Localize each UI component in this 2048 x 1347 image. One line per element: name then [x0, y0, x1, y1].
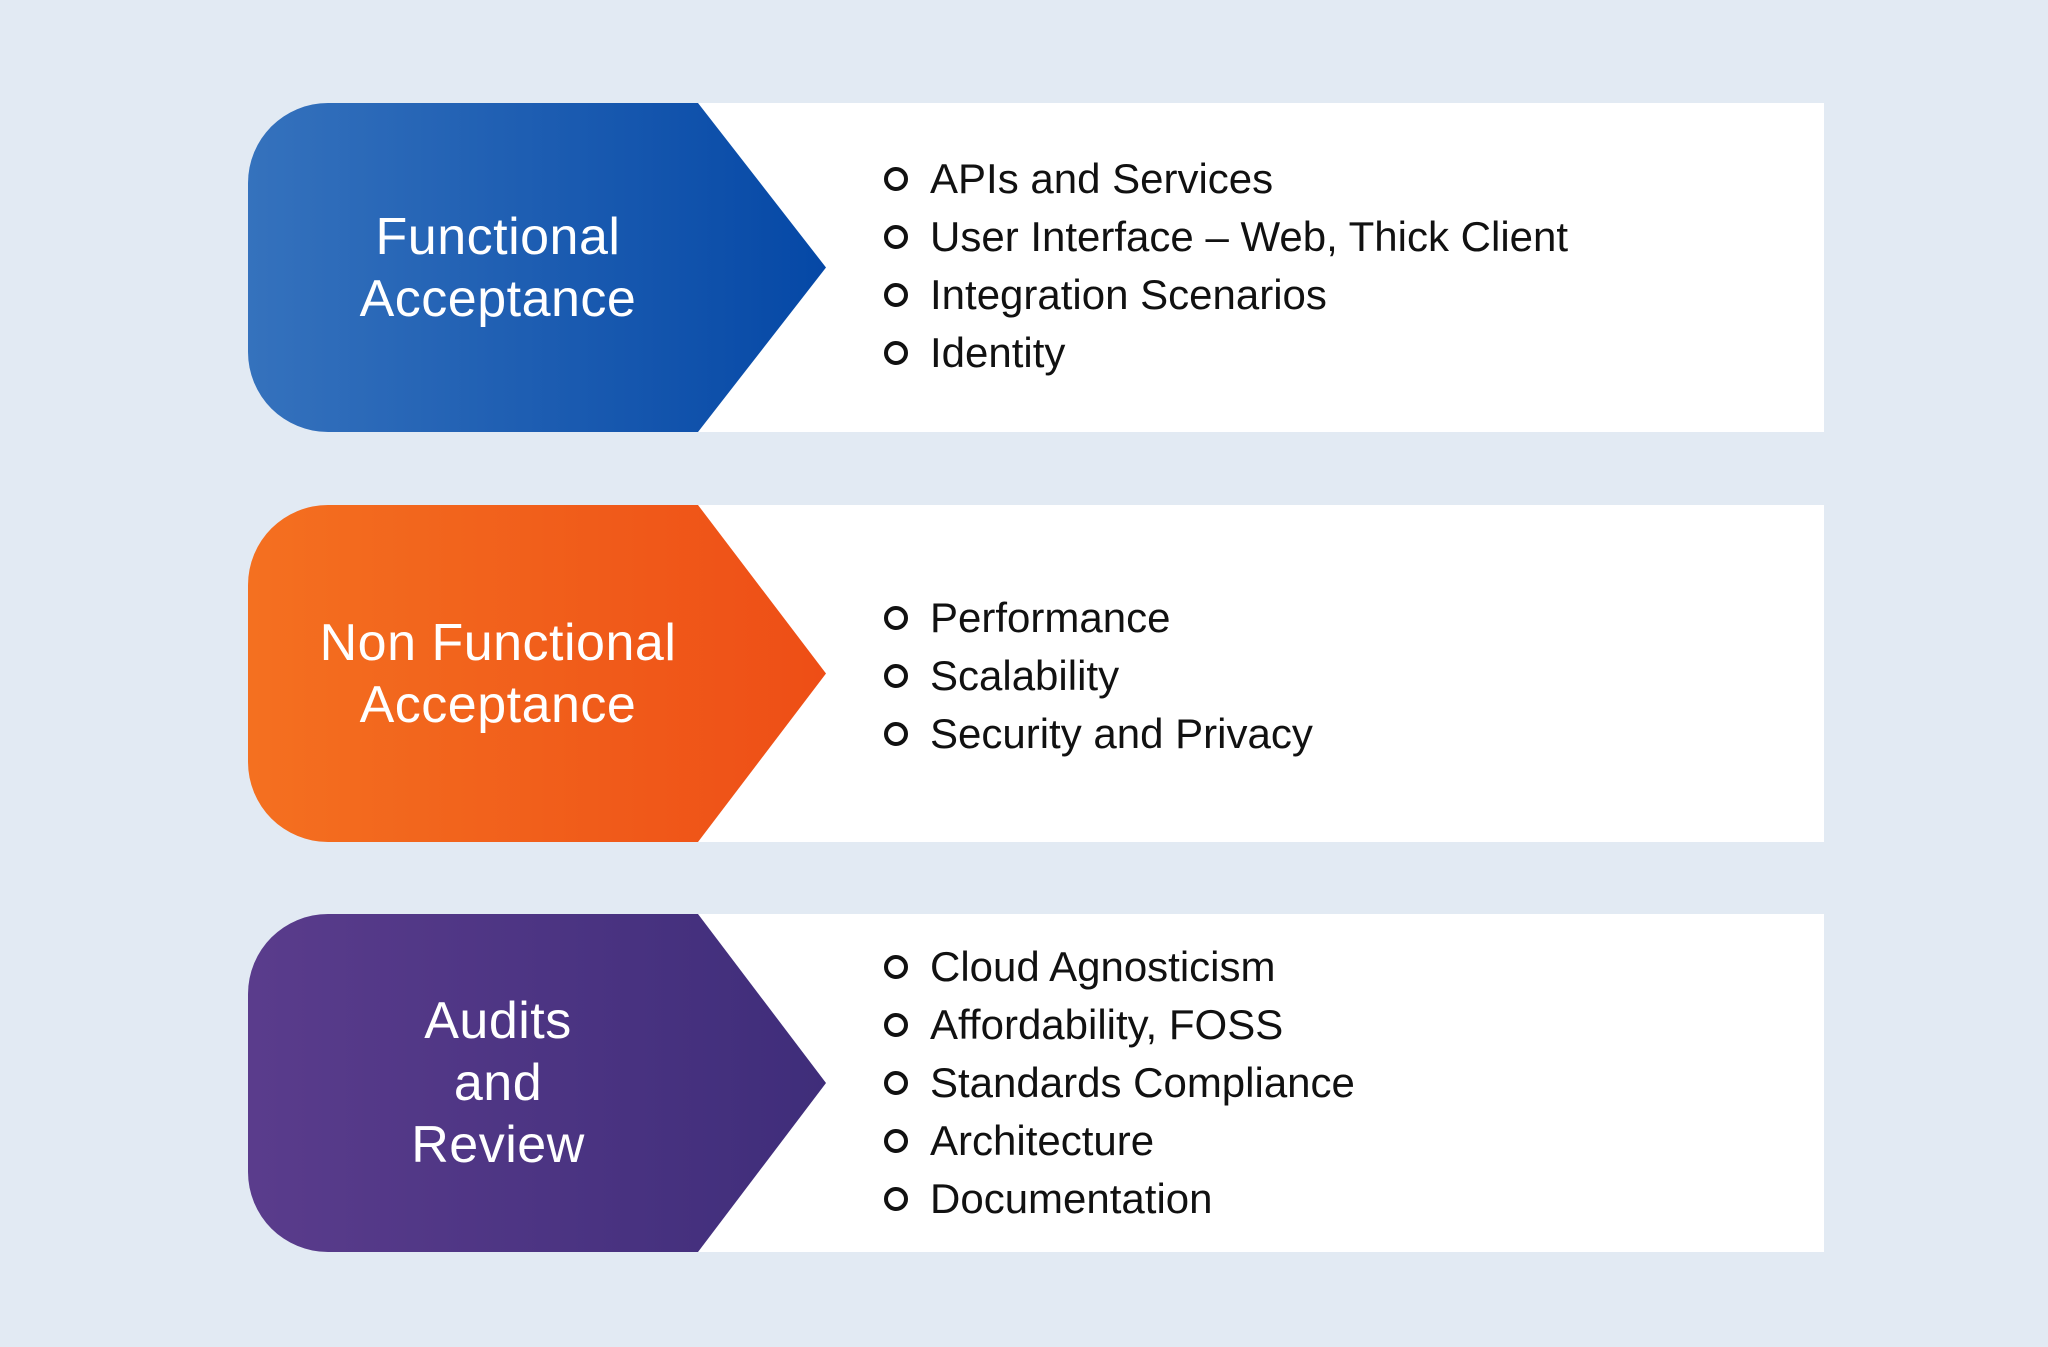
list-item: Security and Privacy [884, 705, 1313, 763]
section-item-list: Cloud Agnosticism Affordability, FOSS St… [884, 938, 1355, 1228]
section-audits-and-review: Audits and Review Cloud Agnosticism Affo… [248, 914, 1824, 1252]
section-title-line: Non Functional [319, 613, 677, 672]
circle-bullet-icon [884, 225, 908, 249]
circle-bullet-icon [884, 283, 908, 307]
list-item: Cloud Agnosticism [884, 938, 1355, 996]
list-item: Integration Scenarios [884, 266, 1568, 324]
circle-bullet-icon [884, 664, 908, 688]
list-item: APIs and Services [884, 150, 1568, 208]
section-item-list: Performance Scalability Security and Pri… [884, 589, 1313, 763]
list-item: User Interface – Web, Thick Client [884, 208, 1568, 266]
list-item: Architecture [884, 1112, 1355, 1170]
section-tag-shape [248, 505, 826, 842]
circle-bullet-icon [884, 722, 908, 746]
list-item-label: Scalability [930, 652, 1120, 699]
section-functional-acceptance: Functional Acceptance APIs and Services … [248, 103, 1824, 432]
list-item-label: Standards Compliance [930, 1059, 1355, 1106]
circle-bullet-icon [884, 167, 908, 191]
section-title-line: Audits [424, 992, 572, 1050]
list-item-label: Identity [930, 329, 1066, 376]
list-item: Standards Compliance [884, 1054, 1355, 1112]
list-item-label: Performance [930, 594, 1171, 641]
circle-bullet-icon [884, 606, 908, 630]
section-tag-shape [248, 103, 826, 432]
list-item-label: Documentation [930, 1175, 1213, 1222]
circle-bullet-icon [884, 1187, 908, 1211]
section-title-line: and [453, 1054, 543, 1112]
section-tag-shape [248, 914, 826, 1252]
section-title: Non Functional Acceptance [248, 505, 748, 842]
list-item-label: Cloud Agnosticism [930, 943, 1276, 990]
circle-bullet-icon [884, 1071, 908, 1095]
circle-bullet-icon [884, 1013, 908, 1037]
list-item-label: Integration Scenarios [930, 271, 1327, 318]
section-panel [694, 914, 1824, 1252]
section-title: Audits and Review [248, 914, 748, 1252]
list-item-label: Security and Privacy [930, 710, 1313, 757]
list-item-label: Affordability, FOSS [930, 1001, 1284, 1048]
section-title-line: Acceptance [359, 269, 637, 328]
list-item-label: Architecture [930, 1117, 1155, 1164]
section-non-functional-acceptance: Non Functional Acceptance Performance Sc… [248, 505, 1824, 842]
section-panel [694, 505, 1824, 842]
section-panel [694, 103, 1824, 432]
circle-bullet-icon [884, 955, 908, 979]
circle-bullet-icon [884, 1129, 908, 1153]
list-item-label: User Interface – Web, Thick Client [930, 213, 1569, 260]
section-title-line: Review [411, 1116, 585, 1174]
list-item: Scalability [884, 647, 1313, 705]
section-item-list: APIs and Services User Interface – Web, … [884, 150, 1568, 382]
section-title-line: Functional [375, 207, 621, 266]
section-title: Functional Acceptance [248, 103, 748, 432]
list-item: Documentation [884, 1170, 1355, 1228]
list-item: Performance [884, 589, 1313, 647]
list-item: Identity [884, 324, 1568, 382]
list-item: Affordability, FOSS [884, 996, 1355, 1054]
section-title-line: Acceptance [359, 675, 637, 734]
list-item-label: APIs and Services [930, 155, 1274, 202]
circle-bullet-icon [884, 341, 908, 365]
